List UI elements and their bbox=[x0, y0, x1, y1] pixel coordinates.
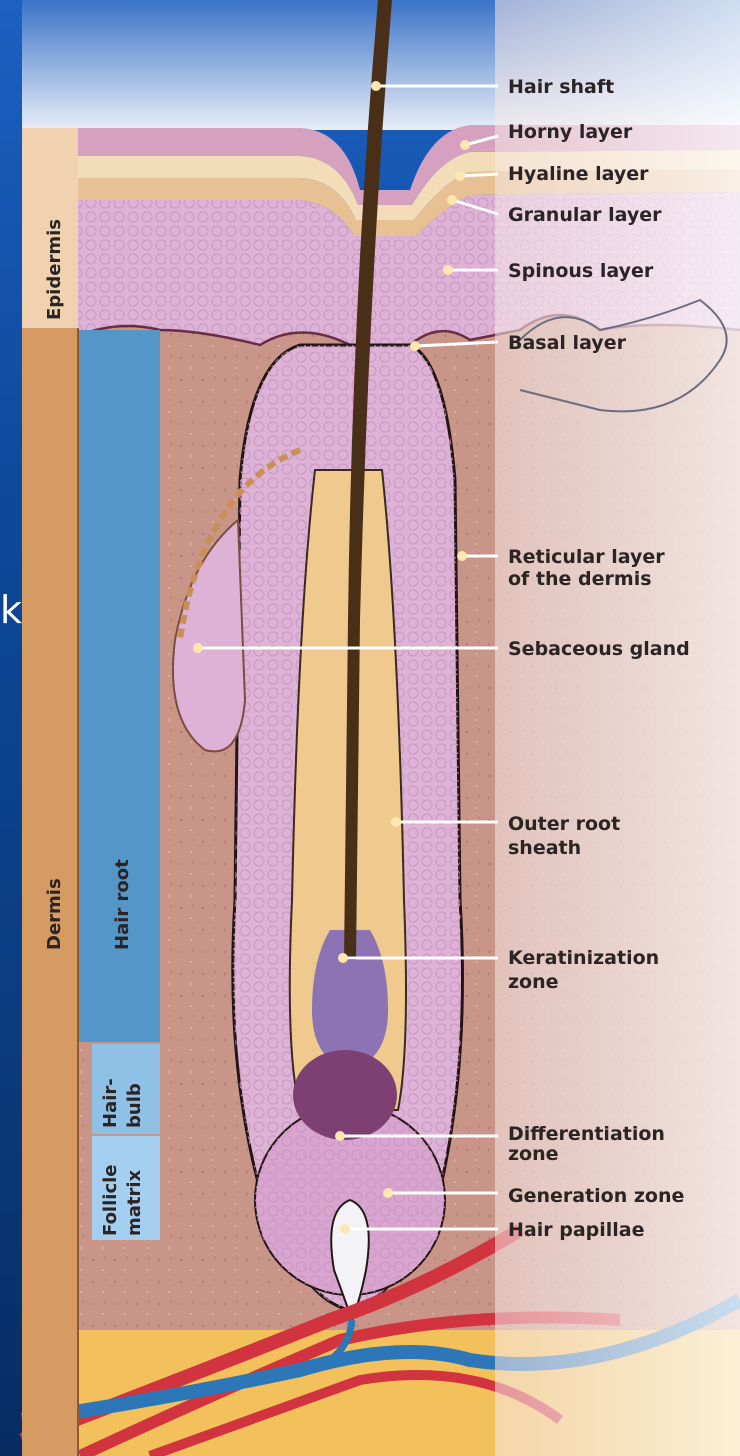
hair-root-label: Hair root bbox=[112, 859, 133, 950]
dot-hair-papillae bbox=[340, 1224, 350, 1234]
label-hair-papillae: Hair papillae bbox=[508, 1219, 645, 1241]
label-granular-layer: Granular layer bbox=[508, 204, 662, 226]
label-horny-layer: Horny layer bbox=[508, 121, 633, 143]
dot-generation-zone bbox=[383, 1188, 393, 1198]
dermis-label: Dermis bbox=[44, 878, 65, 950]
leader-hyaline-layer bbox=[460, 174, 498, 176]
label-hair-shaft: Hair shaft bbox=[508, 76, 614, 98]
matrix-dark-region bbox=[293, 1050, 397, 1140]
hair-bulb-label-1: Hair- bbox=[100, 1078, 121, 1128]
label-basal-layer: Basal layer bbox=[508, 332, 627, 354]
label-reticular-layer: Reticular layer of the dermis bbox=[508, 546, 671, 590]
dot-granular-layer bbox=[447, 195, 457, 205]
follicle-matrix-label-1: Follicle bbox=[100, 1165, 121, 1237]
label-generation-zone: Generation zone bbox=[508, 1185, 684, 1207]
follicle-matrix-label-2: matrix bbox=[124, 1169, 145, 1236]
dot-spinous-layer bbox=[443, 265, 453, 275]
label-sebaceous-gland: Sebaceous gland bbox=[508, 638, 690, 660]
hair-bulb-label-2: bulb bbox=[124, 1083, 145, 1128]
label-spinous-layer: Spinous layer bbox=[508, 260, 654, 282]
dot-reticular-layer bbox=[457, 551, 467, 561]
dot-outer-root-sheath bbox=[391, 817, 401, 827]
dot-horny-layer bbox=[460, 140, 470, 150]
epidermis-label: Epidermis bbox=[44, 219, 65, 320]
dot-sebaceous-gland bbox=[193, 643, 203, 653]
label-hyaline-layer: Hyaline layer bbox=[508, 163, 649, 185]
dot-keratinization-zone bbox=[338, 953, 348, 963]
dot-hair-shaft bbox=[371, 81, 381, 91]
dot-hyaline-layer bbox=[455, 171, 465, 181]
dot-differentiation-zone bbox=[335, 1131, 345, 1141]
dot-basal-layer bbox=[410, 341, 420, 351]
